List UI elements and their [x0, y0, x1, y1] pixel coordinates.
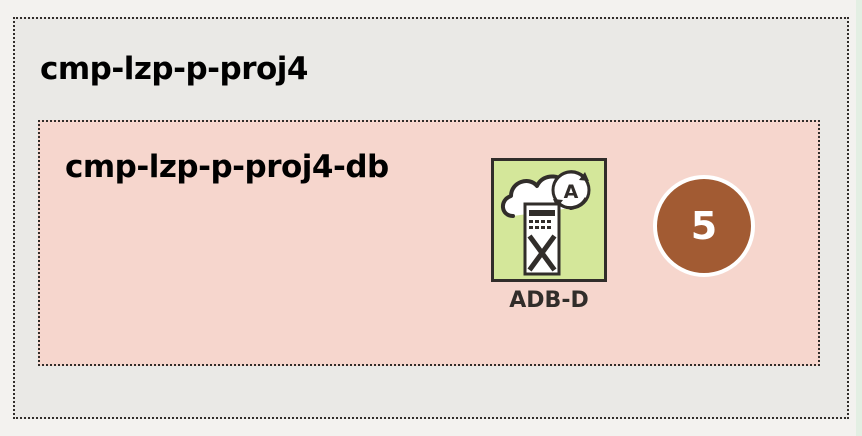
inner-compartment-title: cmp-lzp-p-proj4-db: [65, 149, 389, 185]
inner-compartment: cmp-lzp-p-proj4-db A ADB-D 5: [38, 120, 820, 366]
autonomous-database-dedicated-icon: A: [491, 158, 607, 282]
step-number-badge: 5: [653, 175, 755, 277]
outer-compartment-title: cmp-lzp-p-proj4: [40, 51, 309, 87]
adb-d-label: ADB-D: [509, 288, 589, 313]
step-number: 5: [690, 204, 718, 248]
outer-compartment: cmp-lzp-p-proj4 cmp-lzp-p-proj4-db A ADB…: [13, 17, 849, 419]
svg-text:A: A: [564, 181, 579, 203]
right-edge-accent: [856, 0, 862, 436]
